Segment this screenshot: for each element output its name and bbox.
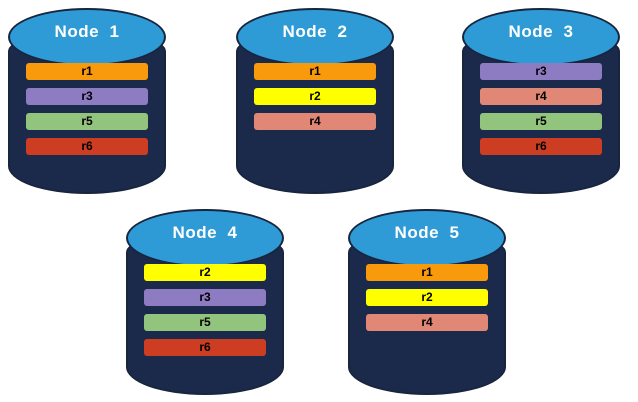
record-bar[interactable]: r2 [366, 289, 488, 306]
database-node-4[interactable]: Node 4 r2 r3 r5 r6 [126, 209, 284, 395]
record-bar[interactable]: r3 [480, 63, 602, 80]
node-label: Node 3 [508, 22, 574, 41]
record-list: r1 r3 r5 r6 [26, 63, 148, 155]
record-bar[interactable]: r6 [480, 138, 602, 155]
database-node-2[interactable]: Node 2 r1 r2 r4 [236, 8, 394, 194]
record-list: r1 r2 r4 [254, 63, 376, 130]
record-bar[interactable]: r6 [144, 339, 266, 356]
node-label: Node 1 [54, 22, 120, 41]
record-list: r1 r2 r4 [366, 264, 488, 331]
record-bar[interactable]: r5 [26, 113, 148, 130]
record-bar[interactable]: r5 [144, 314, 266, 331]
record-list: r3 r4 r5 r6 [480, 63, 602, 155]
record-bar[interactable]: r1 [26, 63, 148, 80]
cylinder-top-icon [126, 209, 284, 267]
database-node-5[interactable]: Node 5 r1 r2 r4 [348, 209, 506, 395]
record-bar[interactable]: r2 [144, 264, 266, 281]
node-label: Node 4 [172, 223, 238, 242]
record-bar[interactable]: r4 [254, 113, 376, 130]
cylinder-top-icon [236, 8, 394, 66]
record-bar[interactable]: r4 [480, 88, 602, 105]
record-bar[interactable]: r2 [254, 88, 376, 105]
record-bar[interactable]: r4 [366, 314, 488, 331]
record-bar[interactable]: r1 [366, 264, 488, 281]
record-list: r2 r3 r5 r6 [144, 264, 266, 356]
database-node-1[interactable]: Node 1 r1 r3 r5 r6 [8, 8, 166, 194]
node-label: Node 5 [394, 223, 460, 242]
record-bar[interactable]: r5 [480, 113, 602, 130]
record-bar[interactable]: r1 [254, 63, 376, 80]
record-bar[interactable]: r3 [26, 88, 148, 105]
node-label: Node 2 [282, 22, 348, 41]
record-bar[interactable]: r6 [26, 138, 148, 155]
cylinder-top-icon [8, 8, 166, 66]
record-bar[interactable]: r3 [144, 289, 266, 306]
database-node-3[interactable]: Node 3 r3 r4 r5 r6 [462, 8, 620, 194]
